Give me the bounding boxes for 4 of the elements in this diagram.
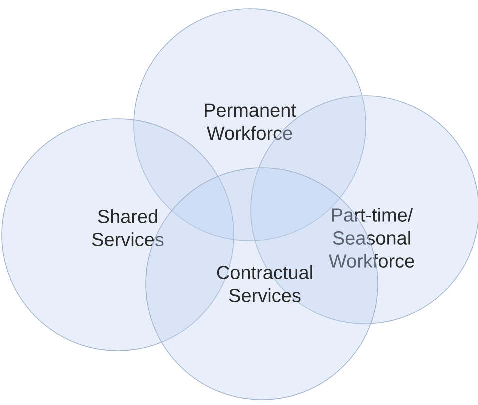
- circle-label: Shared Services: [92, 210, 164, 246]
- circle-label: Permanent Workforce: [205, 104, 296, 140]
- circle-label: Part-time/ Seasonal Workforce: [328, 208, 414, 268]
- circle-label: Contractual Services: [217, 266, 312, 302]
